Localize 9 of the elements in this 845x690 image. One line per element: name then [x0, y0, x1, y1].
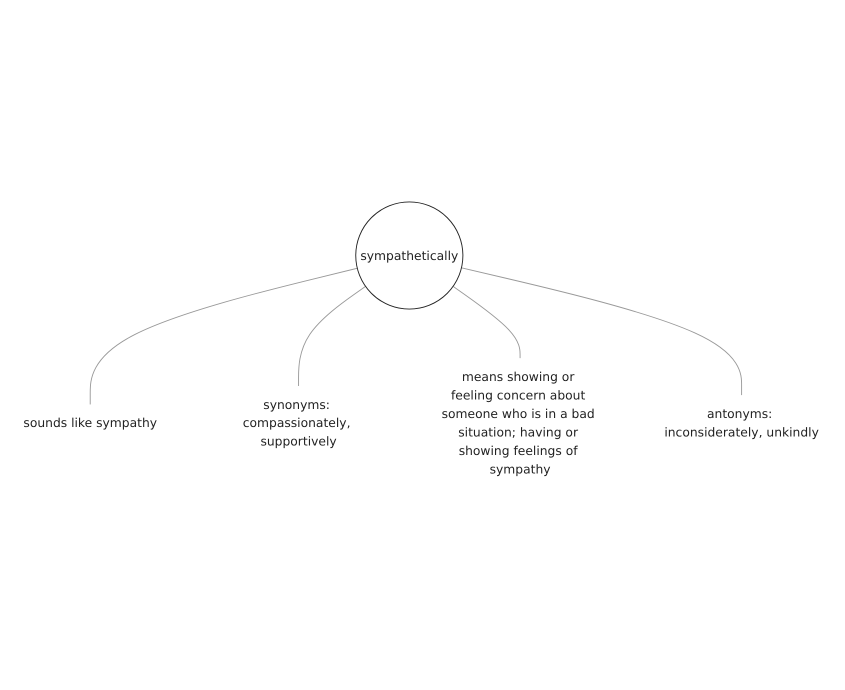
node-text: sounds like sympathy — [23, 416, 158, 431]
connector — [90, 268, 358, 406]
connector — [461, 268, 742, 396]
connector — [452, 286, 521, 360]
connector — [298, 286, 366, 387]
node-text: antonyms: inconsiderately, unkindly — [664, 406, 819, 440]
node-circle: sympathetically — [355, 202, 464, 310]
node-text: means showing or feeling concern about someone who is in a bad situation; having or showing feelings of sympathy — [442, 370, 595, 477]
node-text: synonyms: compassionately, supportively — [242, 397, 350, 450]
